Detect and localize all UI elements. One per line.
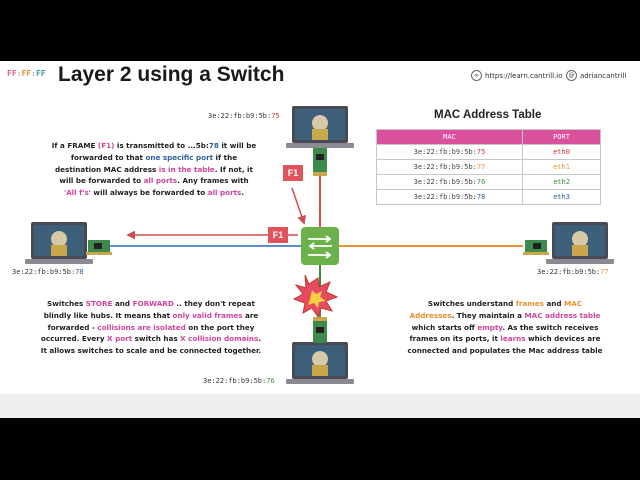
mac-label-right: 3e:22:fb:b9:5b:77 [537, 268, 609, 276]
laptop-top-icon [286, 106, 354, 148]
laptop-bottom-icon [286, 342, 354, 384]
website-link[interactable]: ∞ https://learn.cantrill.io [471, 70, 563, 81]
nic-right-icon [523, 240, 549, 255]
mac-cell: 3e:22:fb:b9:5b:75 [376, 144, 523, 160]
mac-cell: 3e:22:fb:b9:5b:77 [376, 159, 523, 175]
nic-left-icon [86, 240, 112, 255]
link-icon: ∞ [471, 70, 482, 81]
switch-icon [301, 227, 339, 265]
mac-cell: 3e:22:fb:b9:5b:76 [376, 174, 523, 190]
forwarding-explanation: If a FRAME (F1) is transmitted to ...5b:… [51, 141, 257, 198]
mac-table-title: MAC Address Table [434, 109, 542, 121]
port-cell: eth2 [522, 174, 601, 190]
port-cell: eth1 [522, 159, 601, 175]
port-cell: eth3 [522, 189, 601, 205]
twitter-handle[interactable]: @ adriancantrill [566, 70, 626, 81]
frame-f1-outgoing: F1 [268, 227, 288, 243]
mac-column-header: MAC [376, 129, 523, 145]
learning-explanation: Switches understand frames and MAC Addre… [407, 299, 603, 356]
network-diagram [25, 106, 614, 384]
port-column-header: PORT [522, 129, 601, 145]
mac-cell: 3e:22:fb:b9:5b:78 [376, 189, 523, 205]
mac-table-header: MAC PORT [376, 129, 601, 145]
collision-icon [292, 274, 339, 319]
mac-label-bottom: 3e:22:fb:b9:5b:76 [203, 377, 275, 385]
nic-bottom-icon [313, 317, 327, 343]
table-row: 3e:22:fb:b9:5b:78 eth3 [376, 189, 601, 205]
slide: FF:FF:FF Layer 2 using a Switch ∞ https:… [0, 61, 640, 418]
laptop-right-icon [546, 222, 614, 264]
twitter-icon: @ [566, 70, 577, 81]
store-forward-explanation: Switches STORE and FORWARD .. they don't… [40, 299, 262, 356]
table-row: 3e:22:fb:b9:5b:75 eth0 [376, 144, 601, 160]
port-cell: eth0 [522, 144, 601, 160]
arrow-f1-in [291, 187, 306, 225]
laptop-left-icon [25, 222, 93, 264]
table-row: 3e:22:fb:b9:5b:77 eth1 [376, 159, 601, 175]
website-text: https://learn.cantrill.io [485, 71, 563, 80]
slide-footer [0, 394, 640, 418]
handle-text: adriancantrill [580, 71, 627, 80]
mac-label-left: 3e:22:fb:b9:5b:78 [12, 268, 84, 276]
table-row: 3e:22:fb:b9:5b:76 eth2 [376, 174, 601, 190]
nic-top-icon [313, 148, 327, 176]
brand-logo: FF:FF:FF [7, 69, 46, 78]
mac-address-table: MAC PORT 3e:22:fb:b9:5b:75 eth0 3e:22:fb… [376, 129, 601, 205]
mac-label-top: 3e:22:fb:b9:5b:75 [208, 112, 280, 120]
frame-f1-incoming: F1 [283, 165, 303, 181]
slide-title: Layer 2 using a Switch [58, 63, 285, 86]
